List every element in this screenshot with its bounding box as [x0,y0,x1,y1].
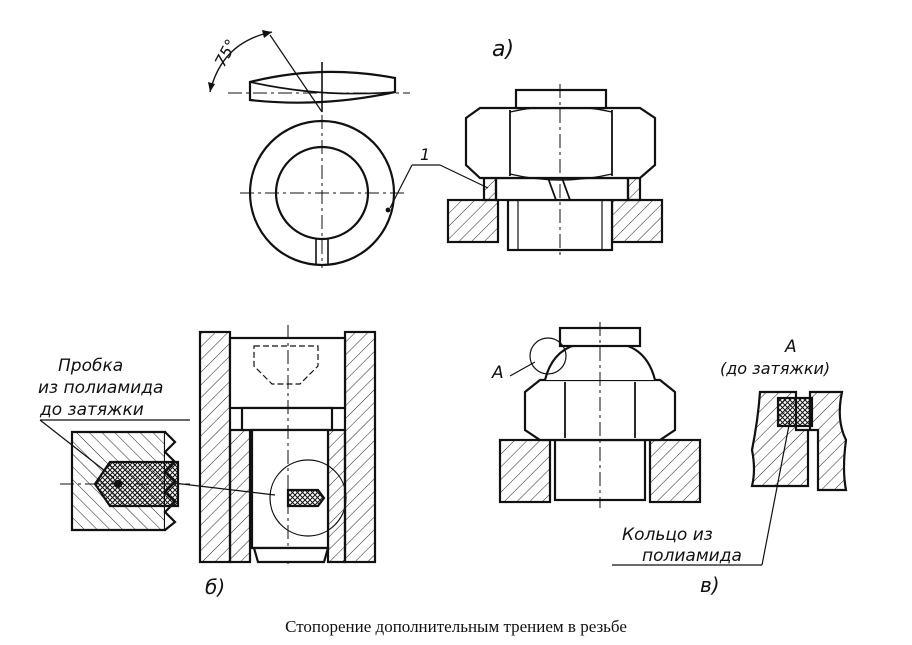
plug-detail-view [60,430,190,532]
washer-side-view [228,34,410,113]
figure-v-label: в) [700,573,720,597]
detail-title: A [784,337,797,357]
washer-callout-number: 1 [420,145,430,164]
detail-subtitle: (до затяжки) [720,359,830,378]
ring-label-line2: полиамида [642,546,742,566]
figure-a-label: а) [492,37,514,62]
figure-a-washer-views [208,30,410,268]
detail-a-view [750,390,848,492]
angle-label: 75° [211,36,241,70]
plug-callout-leader [39,419,190,479]
washer-callout-leader [389,164,489,209]
figure-b-label: б) [205,575,225,599]
angle-dimension [208,30,273,93]
plug-label-line2: из полиамида [38,378,163,398]
figure-a-nut-assembly [446,84,664,258]
figure-v-nut-assembly [498,322,702,508]
washer-front-view [240,115,408,268]
figure-caption: Стопорение дополнительным трением в резь… [285,617,627,636]
plug-label-line3: до затяжки [39,400,144,420]
detail-callout-letter: A [491,363,504,383]
plug-label-line1: Пробка [58,356,123,376]
ring-callout-leader [612,419,791,566]
ring-label-line1: Кольцо из [622,525,713,545]
figure-b-screw-section [164,325,377,568]
